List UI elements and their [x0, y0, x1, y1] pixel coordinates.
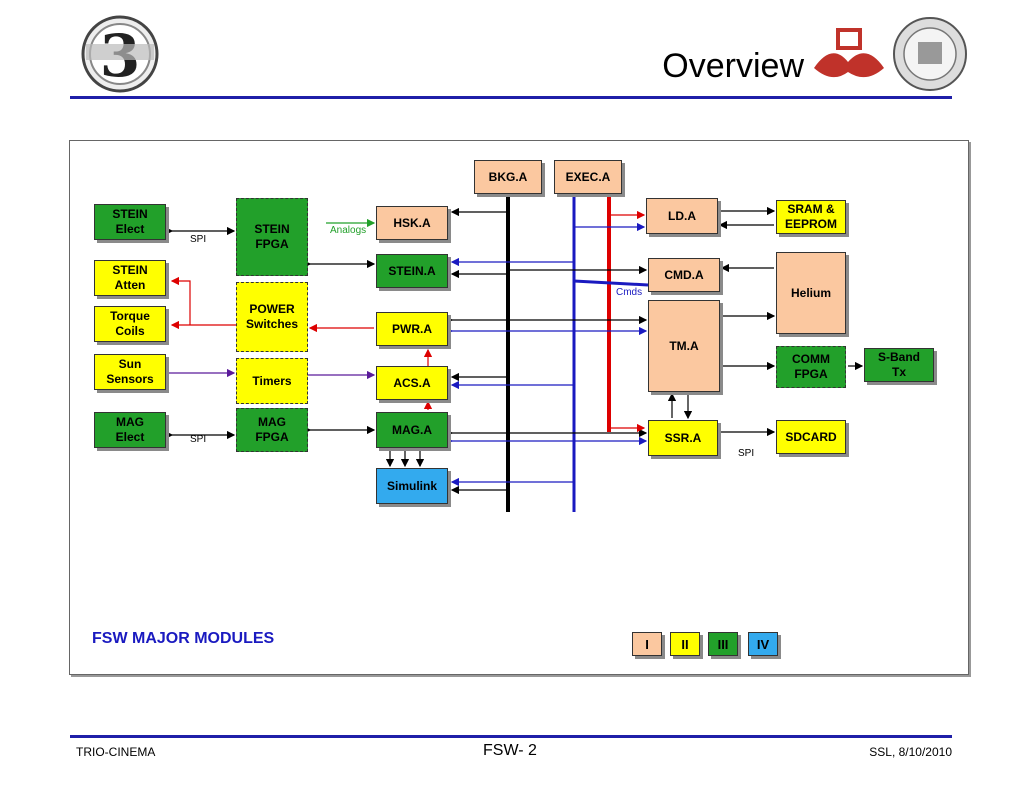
ssr-module: SSR.A — [648, 420, 718, 456]
helium-box: Helium — [776, 252, 846, 334]
page-title: Overview — [662, 47, 804, 85]
mag-elect-box: MAG Elect — [94, 412, 166, 448]
exec-module: EXEC.A — [554, 160, 622, 194]
cinema-logo: 3 — [72, 14, 168, 94]
legend-level-2: II — [670, 632, 700, 656]
footer-center: FSW- 2 — [483, 742, 537, 759]
acs-module: ACS.A — [376, 366, 448, 400]
spi-label: SPI — [190, 434, 207, 445]
stein-fpga-box: STEIN FPGA — [236, 198, 308, 276]
footer-right: SSL, 8/10/2010 — [869, 745, 952, 759]
hsk-module: HSK.A — [376, 206, 448, 240]
sun-sensors-box: Sun Sensors — [94, 354, 166, 390]
timers-box: Timers — [236, 358, 308, 404]
stein-atten-box: STEIN Atten — [94, 260, 166, 296]
legend-level-3: III — [708, 632, 738, 656]
spi-label: SPI — [738, 448, 755, 459]
torque-coils-box: Torque Coils — [94, 306, 166, 342]
stein-elect-box: STEIN Elect — [94, 204, 166, 240]
ld-module: LD.A — [646, 198, 718, 234]
footer-rule — [70, 735, 952, 738]
cmds-label: Cmds — [616, 287, 643, 298]
s-band-tx-box: S-Band Tx — [864, 348, 934, 382]
sdcard-box: SDCARD — [776, 420, 846, 454]
comm-fpga-box: COMM FPGA — [776, 346, 846, 388]
footer-left: TRIO-CINEMA — [76, 745, 156, 759]
sram-eeprom-box: SRAM & EEPROM — [776, 200, 846, 234]
diagram-caption: FSW MAJOR MODULES — [92, 630, 275, 647]
mag-fpga-box: MAG FPGA — [236, 408, 308, 452]
bkg-module: BKG.A — [474, 160, 542, 194]
stein-a-module: STEIN.A — [376, 254, 448, 288]
cmd-module: CMD.A — [648, 258, 720, 292]
mag-a-module: MAG.A — [376, 412, 448, 448]
header-rule — [70, 96, 952, 99]
pwr-module: PWR.A — [376, 312, 448, 346]
legend-level-4: IV — [748, 632, 778, 656]
legend-level-1: I — [632, 632, 662, 656]
analogs-label: Analogs — [330, 225, 367, 236]
uc-seal — [892, 14, 968, 94]
power-switches-box: POWER Switches — [236, 282, 308, 352]
tm-module: TM.A — [648, 300, 720, 392]
spi-label: SPI — [190, 234, 207, 245]
simulink-module: Simulink — [376, 468, 448, 504]
ssl-logo — [808, 22, 890, 92]
